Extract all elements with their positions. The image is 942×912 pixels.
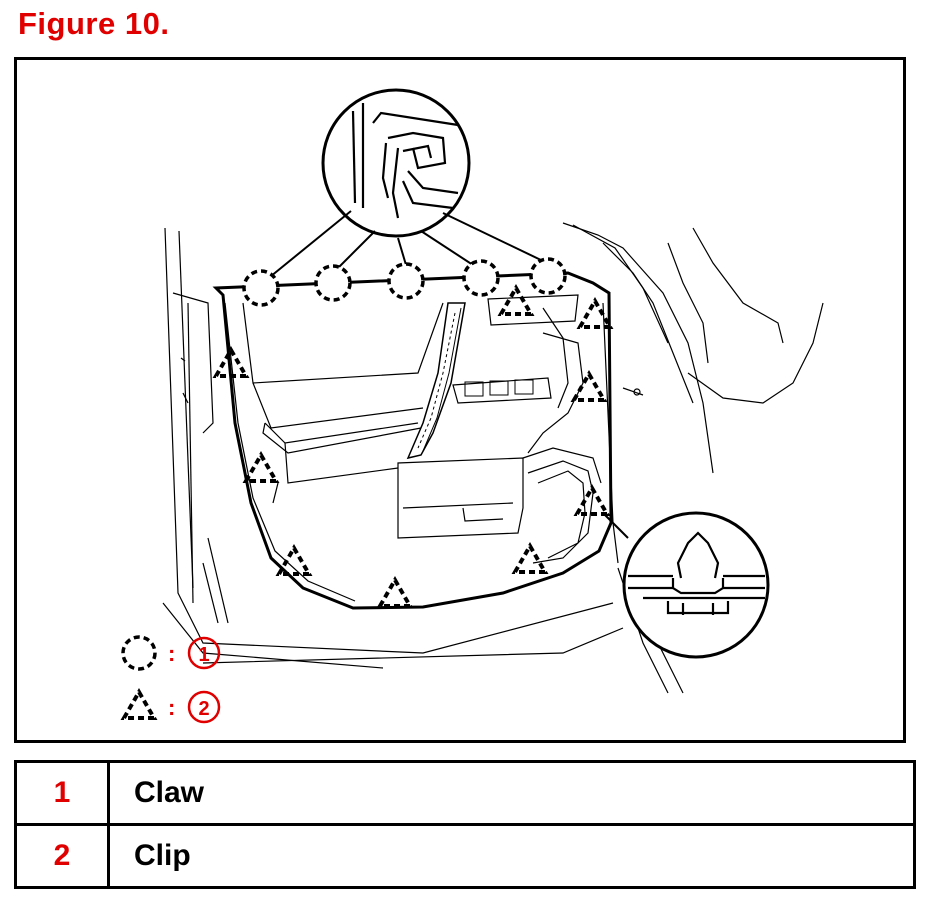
legend-label: Claw bbox=[107, 760, 916, 826]
key-clip-number: 2 bbox=[198, 698, 209, 720]
claw-marker bbox=[462, 259, 500, 297]
clip-marker bbox=[513, 544, 547, 574]
door-trim-panel bbox=[212, 271, 613, 610]
svg-text::: : bbox=[168, 641, 175, 666]
clip-marker bbox=[499, 286, 533, 316]
clip-marker bbox=[378, 578, 412, 608]
claw-marker bbox=[387, 262, 425, 300]
claw-marker bbox=[529, 257, 567, 295]
clip-detail-callout bbox=[622, 511, 770, 659]
figure-key: : 1 : 2 bbox=[120, 635, 221, 724]
clip-marker bbox=[277, 546, 311, 576]
legend-label: Clip bbox=[107, 823, 916, 889]
clip-marker bbox=[244, 453, 278, 483]
clip-callout-leader bbox=[604, 514, 629, 539]
clip-marker bbox=[572, 372, 606, 402]
key-claw-symbol bbox=[121, 635, 157, 671]
claw-callout-leaders bbox=[264, 210, 544, 282]
legend-table: 1 Claw 2 Clip bbox=[14, 760, 916, 889]
door-trim-diagram: : 1 : 2 bbox=[120, 88, 824, 724]
claw-detail-callout bbox=[321, 88, 471, 238]
figure-frame: : 1 : 2 bbox=[14, 57, 906, 743]
table-row: 2 Clip bbox=[14, 823, 916, 889]
legend-number: 2 bbox=[14, 823, 110, 889]
legend-number: 1 bbox=[14, 760, 110, 826]
key-claw-number-circle bbox=[187, 636, 221, 670]
claw-marker bbox=[242, 269, 280, 307]
figure-title: Figure 10. bbox=[18, 6, 170, 41]
table-row: 1 Claw bbox=[14, 760, 916, 826]
svg-text::: : bbox=[168, 695, 175, 720]
key-clip-number-circle bbox=[187, 690, 221, 724]
key-claw-number: 1 bbox=[198, 644, 209, 666]
claw-marker bbox=[314, 264, 352, 302]
key-clip-symbol bbox=[120, 687, 158, 720]
clip-marker bbox=[578, 299, 612, 329]
